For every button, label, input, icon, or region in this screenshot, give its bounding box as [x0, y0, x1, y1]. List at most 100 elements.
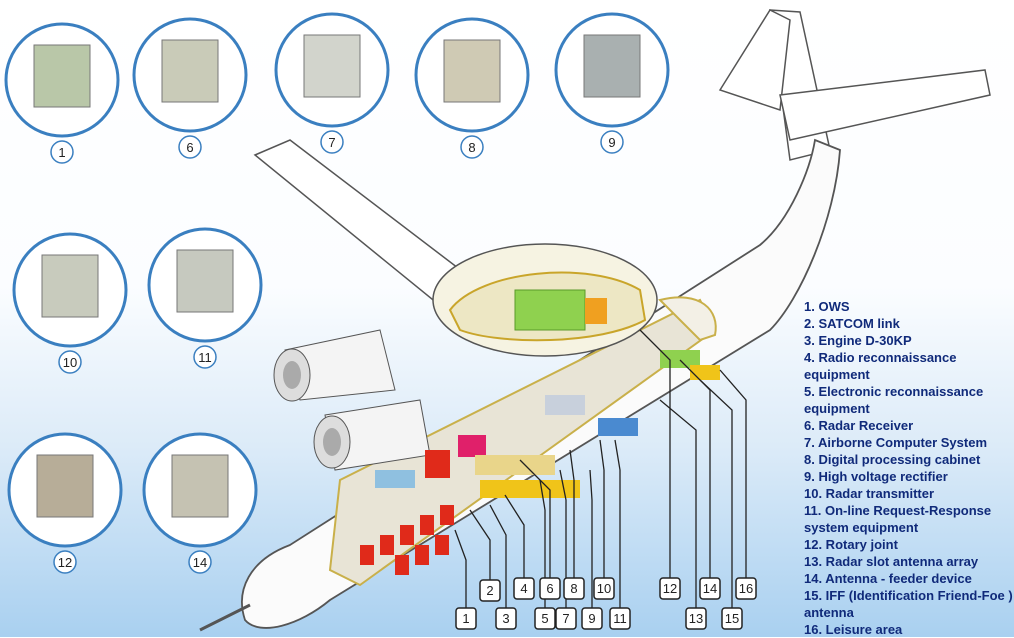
thumbnail-number: 8	[468, 140, 475, 155]
callout-3: 3	[495, 607, 517, 630]
equipment-photo	[161, 39, 219, 103]
thumbnail-11: 11	[147, 227, 263, 369]
thumbnail-number-badge	[193, 345, 217, 369]
callout-13: 13	[685, 607, 707, 630]
thumbnail-number-badge	[178, 135, 202, 159]
thumbnail-8: 8	[414, 17, 530, 159]
callout-6: 6	[539, 577, 561, 600]
callout-number: 1	[462, 611, 469, 626]
callout-14: 14	[699, 577, 721, 600]
horizontal-stabilizer	[779, 69, 991, 141]
ows-console	[375, 470, 415, 488]
thumbnail-number: 11	[198, 350, 212, 365]
legend-item: 2. SATCOM link	[804, 316, 900, 331]
thumbnail-number-badge	[53, 550, 77, 574]
equipment-photo	[303, 34, 361, 98]
rotary-joint-equipment	[514, 289, 586, 331]
legend-item: 15. IFF (Identification Friend-Foe ) ant…	[804, 588, 1013, 620]
leisure-area-furniture	[690, 365, 720, 380]
equipment-photo	[583, 34, 641, 98]
legend-item: 9. High voltage rectifier	[804, 469, 948, 484]
leader-line	[519, 459, 551, 578]
computer-cabinet	[475, 455, 555, 475]
thumbnail-number: 12	[58, 555, 72, 570]
equipment-photo	[33, 44, 91, 108]
legend-item: 11. On-line Request-Response system equi…	[804, 503, 992, 535]
legend-item: 5. Electronic reconnaissance equipment	[804, 384, 984, 416]
equipment-photo	[443, 39, 501, 103]
thumbnail-10: 10	[12, 232, 128, 374]
refuel-probe	[199, 603, 251, 632]
thumbnail-number: 1	[58, 145, 65, 160]
engine-lower	[313, 399, 431, 471]
equipment-rack	[425, 450, 450, 478]
callout-2: 2	[479, 579, 501, 602]
legend-item: 12. Rotary joint	[804, 537, 898, 552]
rear-cabin	[658, 296, 717, 342]
thumbnail-number-badge	[58, 350, 82, 374]
vertical-tail-edge	[718, 9, 791, 112]
callout-10: 10	[593, 577, 615, 600]
legend-item: 6. Radar Receiver	[804, 418, 914, 433]
callout-number: 12	[663, 581, 677, 596]
callout-number: 14	[703, 581, 717, 596]
thumbnail-9: 9	[554, 12, 670, 154]
legend-item: 7. Airborne Computer System	[804, 435, 988, 450]
legend-item: 13. Radar slot antenna array	[804, 554, 979, 569]
leader-line	[639, 329, 671, 578]
engine-upper	[273, 329, 396, 402]
leader-line	[489, 504, 507, 608]
callout-number: 10	[597, 581, 611, 596]
callout-number: 5	[541, 611, 548, 626]
equipment-photo	[41, 254, 99, 318]
leader-line	[589, 469, 593, 608]
callout-number: 4	[520, 581, 527, 596]
equipment-photo	[176, 249, 234, 313]
legend-item: 16. Leisure area	[804, 622, 903, 637]
rectifier-box	[545, 395, 585, 415]
leader-line	[539, 479, 546, 608]
transmitter-box	[598, 418, 638, 436]
thumbnail-number: 6	[186, 140, 193, 155]
callout-number: 6	[546, 581, 553, 596]
legend-item: 14. Antenna - feeder device	[804, 571, 972, 586]
callout-15: 15	[721, 607, 743, 630]
radar-receiver-box	[458, 435, 486, 457]
thumbnail-number-badge	[188, 550, 212, 574]
thumbnail-12: 12	[7, 432, 123, 574]
callout-5: 5	[534, 607, 556, 630]
equipment-photo	[171, 454, 229, 518]
legend-item: 8. Digital processing cabinet	[804, 452, 981, 467]
thumbnail-number-badge	[50, 140, 74, 164]
thumbnail-1: 1	[4, 22, 120, 164]
callout-number: 15	[725, 611, 739, 626]
thumbnail-number-badge	[320, 130, 344, 154]
callout-16: 16	[735, 577, 757, 600]
leader-line	[469, 509, 491, 580]
equipment-photo	[36, 454, 94, 518]
callout-number: 16	[739, 581, 753, 596]
callout-number: 7	[562, 611, 569, 626]
leader-line	[504, 494, 525, 578]
leader-line	[699, 379, 733, 608]
leader-line	[569, 449, 575, 578]
callout-4: 4	[513, 577, 535, 600]
thumbnail-number: 14	[193, 555, 207, 570]
thumbnail-number: 9	[608, 135, 615, 150]
legend-item: 1. OWS	[804, 299, 850, 314]
callout-number: 13	[689, 611, 703, 626]
leader-line	[454, 529, 467, 608]
thumbnail-6: 6	[132, 17, 248, 159]
thumbnail-7: 7	[274, 12, 390, 154]
leader-line	[719, 369, 747, 578]
callout-number: 3	[502, 611, 509, 626]
callout-number: 8	[570, 581, 577, 596]
thumbnail-number-badge	[460, 135, 484, 159]
callout-number: 11	[613, 611, 627, 626]
legend-item: 4. Radio reconnaissance equipment	[804, 350, 957, 382]
callout-11: 11	[609, 607, 631, 630]
callout-number: 2	[486, 583, 493, 598]
callout-7: 7	[555, 607, 577, 630]
legend-item: 10. Radar transmitter	[804, 486, 935, 501]
legend-item: 3. Engine D-30KP	[804, 333, 912, 348]
